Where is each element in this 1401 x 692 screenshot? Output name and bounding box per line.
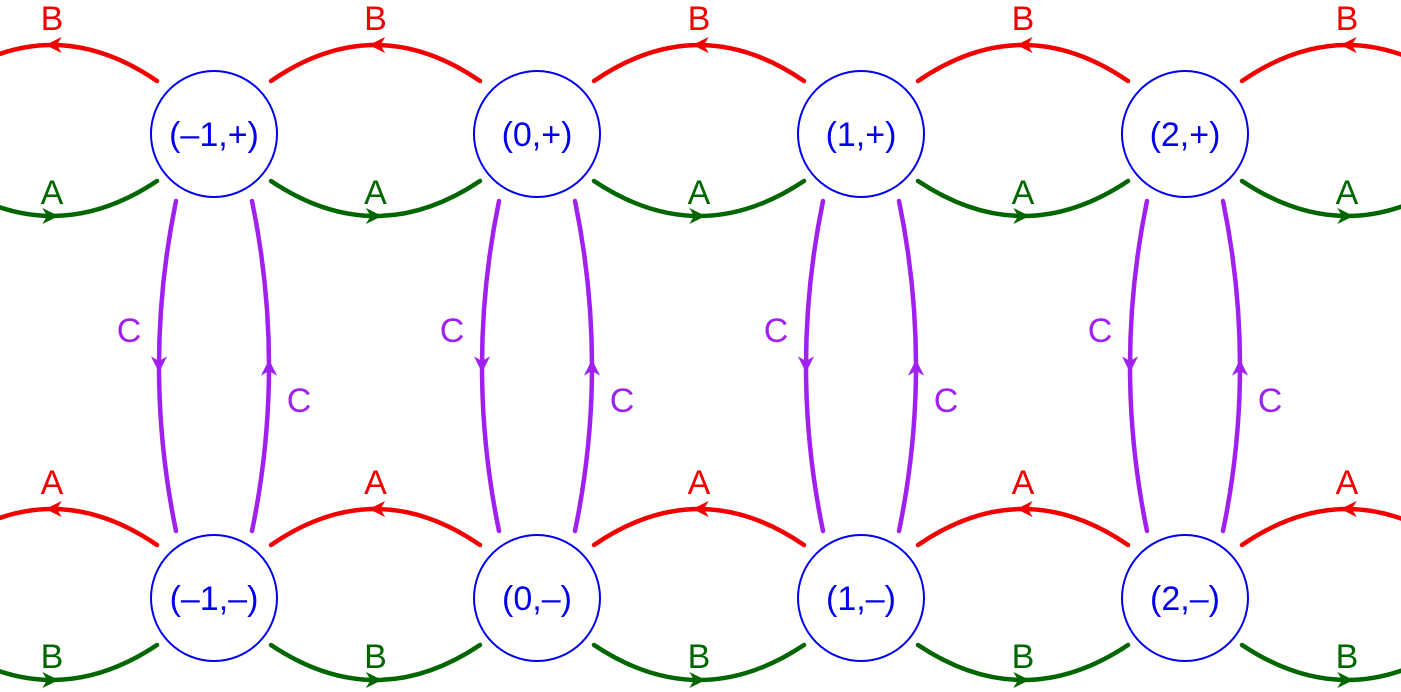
bottom-upper-arc-2 xyxy=(591,500,807,548)
state-node: (1,+) xyxy=(797,70,925,198)
c-up-label: C xyxy=(1258,382,1283,420)
state-node-label: (0,+) xyxy=(502,116,573,154)
bottom-upper-arc-label: A xyxy=(688,464,711,502)
bottom-lower-arc-label: B xyxy=(41,638,64,676)
state-node-circle xyxy=(473,70,601,198)
state-node: (0,–) xyxy=(473,534,601,662)
top-lower-arc-label: A xyxy=(688,174,711,212)
bottom-upper-arc-1 xyxy=(268,500,483,548)
bottom-lower-arc-3 xyxy=(915,642,1131,689)
bottom-lower-arc-label: B xyxy=(364,638,387,676)
state-node-label: (1,+) xyxy=(826,116,897,154)
state-node-circle xyxy=(1121,70,1249,198)
top-lower-arc-0 xyxy=(0,178,160,225)
state-node-circle xyxy=(473,534,601,662)
state-node: (2,+) xyxy=(1121,70,1249,198)
top-upper-arc-0 xyxy=(0,36,160,84)
state-node: (–1,–) xyxy=(150,534,278,662)
state-node: (1,–) xyxy=(797,534,925,662)
state-node-label: (0,–) xyxy=(502,580,572,618)
state-node-label: (2,+) xyxy=(1150,116,1221,154)
c-up-arc-1 xyxy=(572,198,601,534)
top-upper-arc-4 xyxy=(1239,36,1401,84)
state-node: (–1,+) xyxy=(150,70,278,198)
bottom-lower-arc-1 xyxy=(268,642,483,689)
state-node-circle xyxy=(150,534,278,662)
top-lower-arc-label: A xyxy=(1012,174,1035,212)
state-node-label: (–1,+) xyxy=(169,116,259,154)
top-lower-arc-label: A xyxy=(1336,174,1359,212)
bottom-upper-arc-label: A xyxy=(41,464,64,502)
top-lower-arc-3 xyxy=(915,178,1131,225)
state-node-circle xyxy=(797,70,925,198)
state-node-circle xyxy=(797,534,925,662)
c-down-label: C xyxy=(1088,312,1113,350)
state-node-circle xyxy=(150,70,278,198)
state-node-label: (1,–) xyxy=(826,580,896,618)
top-upper-arc-label: B xyxy=(364,0,387,38)
c-up-arc-3 xyxy=(1220,198,1249,534)
top-lower-arc-4 xyxy=(1239,178,1401,225)
bottom-lower-arc-label: B xyxy=(1012,638,1035,676)
top-upper-arc-3 xyxy=(915,36,1131,84)
top-lower-arc-1 xyxy=(268,178,483,225)
bottom-upper-arc-3 xyxy=(915,500,1131,548)
c-down-label: C xyxy=(440,312,465,350)
top-lower-arc-2 xyxy=(591,178,807,225)
top-lower-arc-label: A xyxy=(41,174,64,212)
bottom-lower-arc-label: B xyxy=(1336,638,1359,676)
top-upper-arc-label: B xyxy=(41,0,64,38)
bottom-upper-arc-label: A xyxy=(1012,464,1035,502)
state-node-label: (–1,–) xyxy=(170,580,259,618)
c-up-arc-2 xyxy=(896,198,925,534)
bottom-upper-arc-label: A xyxy=(364,464,387,502)
bottom-lower-arc-label: B xyxy=(688,638,711,676)
c-down-arc-0 xyxy=(150,198,179,534)
top-lower-arc-label: A xyxy=(364,174,387,212)
c-down-label: C xyxy=(764,312,789,350)
c-down-label: C xyxy=(117,312,142,350)
top-upper-arc-label: B xyxy=(1336,0,1359,38)
top-upper-arc-2 xyxy=(591,36,807,84)
c-up-label: C xyxy=(934,382,959,420)
state-node-circle xyxy=(1121,534,1249,662)
bottom-upper-arc-4 xyxy=(1239,500,1401,548)
state-node-label: (2,–) xyxy=(1150,580,1220,618)
c-up-label: C xyxy=(610,382,635,420)
c-down-arc-2 xyxy=(797,198,826,534)
state-node: (0,+) xyxy=(473,70,601,198)
bottom-lower-arc-4 xyxy=(1239,642,1401,689)
top-upper-arc-1 xyxy=(268,36,483,84)
c-down-arc-3 xyxy=(1121,198,1150,534)
top-upper-arc-label: B xyxy=(1012,0,1035,38)
c-down-arc-1 xyxy=(473,198,502,534)
top-upper-arc-label: B xyxy=(688,0,711,38)
bottom-upper-arc-0 xyxy=(0,500,160,548)
c-up-arc-0 xyxy=(249,198,278,534)
bottom-upper-arc-label: A xyxy=(1336,464,1359,502)
state-node: (2,–) xyxy=(1121,534,1249,662)
c-up-label: C xyxy=(287,382,312,420)
bottom-lower-arc-0 xyxy=(0,642,160,689)
bottom-lower-arc-2 xyxy=(591,642,807,689)
